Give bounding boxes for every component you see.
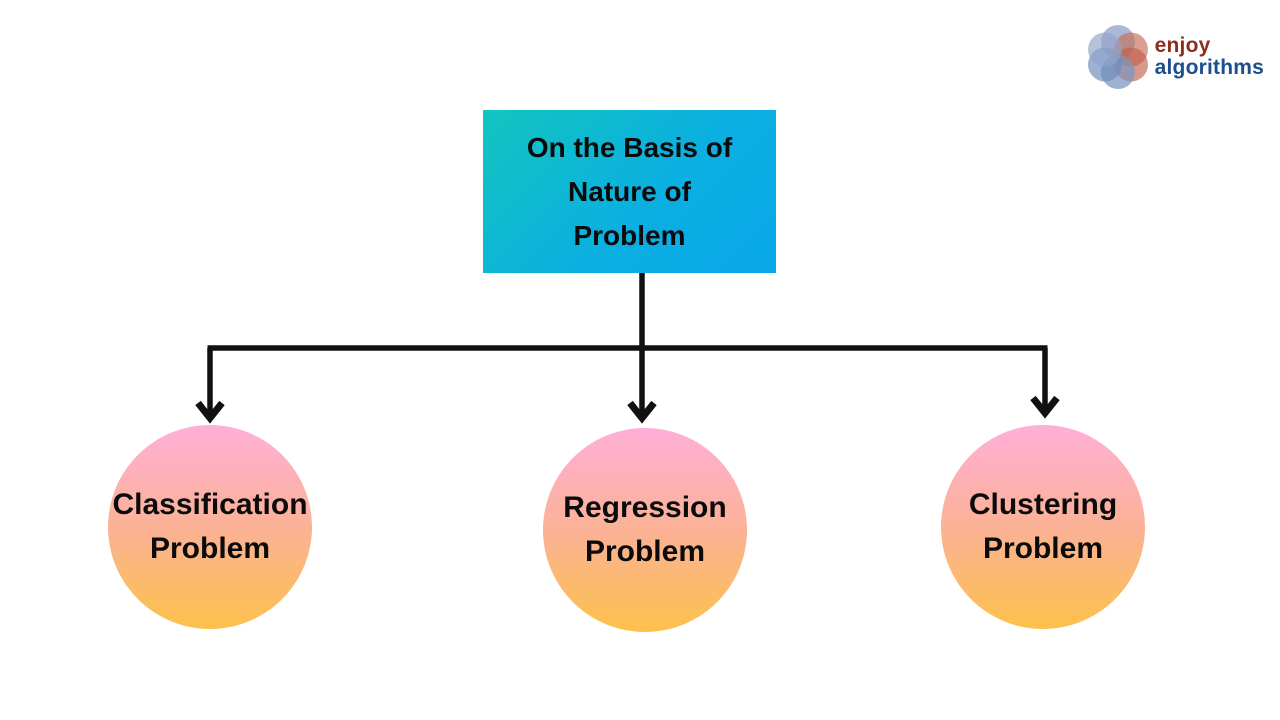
leaf-node-label: Clustering Problem bbox=[968, 488, 1118, 565]
arrowhead-right bbox=[1030, 395, 1060, 419]
brand-line-1: enjoy bbox=[1154, 34, 1211, 57]
brand-wordmark: enjoy algorithms bbox=[1155, 35, 1264, 79]
flower-logo-icon bbox=[1087, 25, 1148, 89]
brand-line-2: algorithms bbox=[1154, 56, 1264, 79]
leaf-node-label: Classification Problem bbox=[112, 488, 308, 565]
leaf-node-label: Regression Problem bbox=[563, 491, 727, 568]
leaf-node-classification: Classification Problem bbox=[108, 425, 312, 629]
arrowhead-center bbox=[627, 400, 657, 424]
arrowhead-left bbox=[195, 400, 225, 424]
leaf-node-clustering: Clustering Problem bbox=[941, 425, 1145, 629]
leaf-node-regression: Regression Problem bbox=[543, 428, 747, 632]
root-node-label: On the Basis of Nature of Problem bbox=[526, 131, 733, 251]
root-node-nature-of-problem: On the Basis of Nature of Problem bbox=[483, 110, 776, 273]
brand-logo: enjoy algorithms bbox=[1085, 24, 1264, 90]
